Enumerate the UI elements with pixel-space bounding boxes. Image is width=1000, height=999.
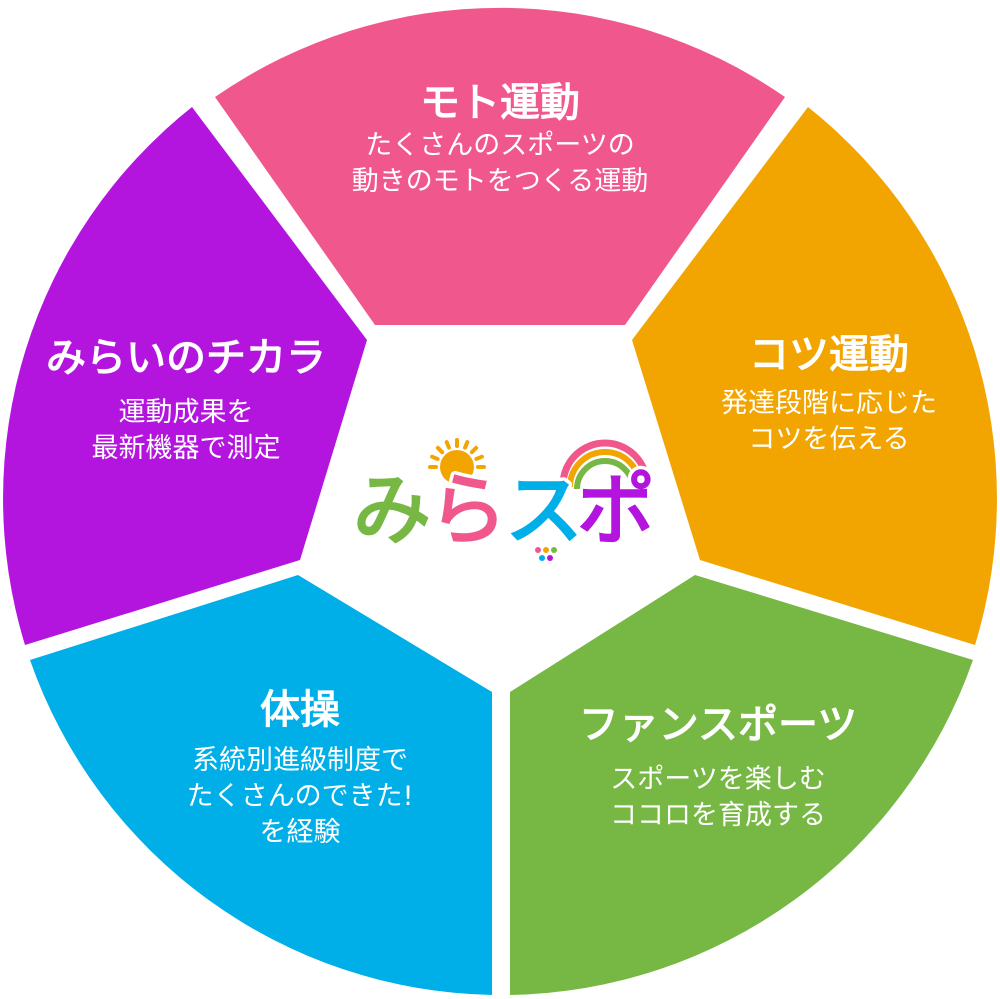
segment-title: モト運動	[420, 80, 580, 126]
segment-mirai-no-chikara[interactable]	[3, 107, 367, 645]
segment-description-line: ココロを育成する	[610, 800, 826, 831]
segment-title: コツ運動	[749, 332, 909, 378]
sun-ray	[469, 445, 479, 455]
segment-moto-undo[interactable]	[215, 7, 785, 325]
sun-ray	[474, 454, 484, 461]
segment-description-line: 動きのモトをつくる運動	[351, 166, 649, 197]
segment-kotsu-undo[interactable]	[632, 107, 997, 645]
logo-graphic: み ら ス ポ	[350, 438, 659, 561]
segment-description-line: 発達段階に応じた	[721, 388, 937, 419]
sun-ray	[444, 440, 451, 450]
logo-char: ら	[429, 466, 507, 556]
segment-title: 体操	[259, 687, 340, 733]
sun-ray	[463, 440, 470, 450]
segment-description-line: 運動成果を	[118, 397, 254, 428]
segment-description-line: 最新機器で測定	[91, 433, 281, 464]
segment-description-line: たくさんのできた!	[186, 781, 414, 812]
segment-mirai-text: みらいのチカラ 運動成果を 最新機器で測定	[46, 333, 326, 467]
segment-description-line: 系統別進級制度で	[191, 745, 408, 776]
segment-title: ファンスポーツ	[578, 702, 858, 748]
rainbow-icon	[559, 439, 651, 490]
segment-kotsu-text: コツ運動 発達段階に応じた コツを伝える	[721, 330, 937, 458]
segment-taiso[interactable]	[30, 575, 492, 995]
logo-char: み	[353, 466, 431, 556]
sun-ray	[435, 445, 445, 455]
sparkle-icon	[535, 547, 557, 561]
segment-description-line: コツを伝える	[748, 424, 910, 455]
logo-char: ポ	[577, 466, 655, 556]
segment-taiso-text: 体操 系統別進級制度で たくさんのできた! を経験	[187, 685, 414, 851]
segment-fan-sports[interactable]	[510, 575, 973, 995]
logo-char: ス	[505, 466, 583, 556]
segment-fan-text: ファンスポーツ スポーツを楽しむ ココロを育成する	[579, 700, 857, 834]
segment-description-line: スポーツを楽しむ	[610, 764, 826, 795]
sun-icon	[428, 438, 486, 484]
segment-description-line: たくさんのスポーツの	[365, 130, 635, 161]
segment-moto-text: モト運動 たくさんのスポーツの 動きのモトをつくる運動	[352, 78, 648, 200]
segment-title: みらいのチカラ	[46, 335, 326, 381]
mirasupo-logo: み ら ス ポ	[345, 437, 659, 567]
sun-ray	[430, 454, 440, 461]
segment-description-line: を経験	[259, 817, 341, 848]
